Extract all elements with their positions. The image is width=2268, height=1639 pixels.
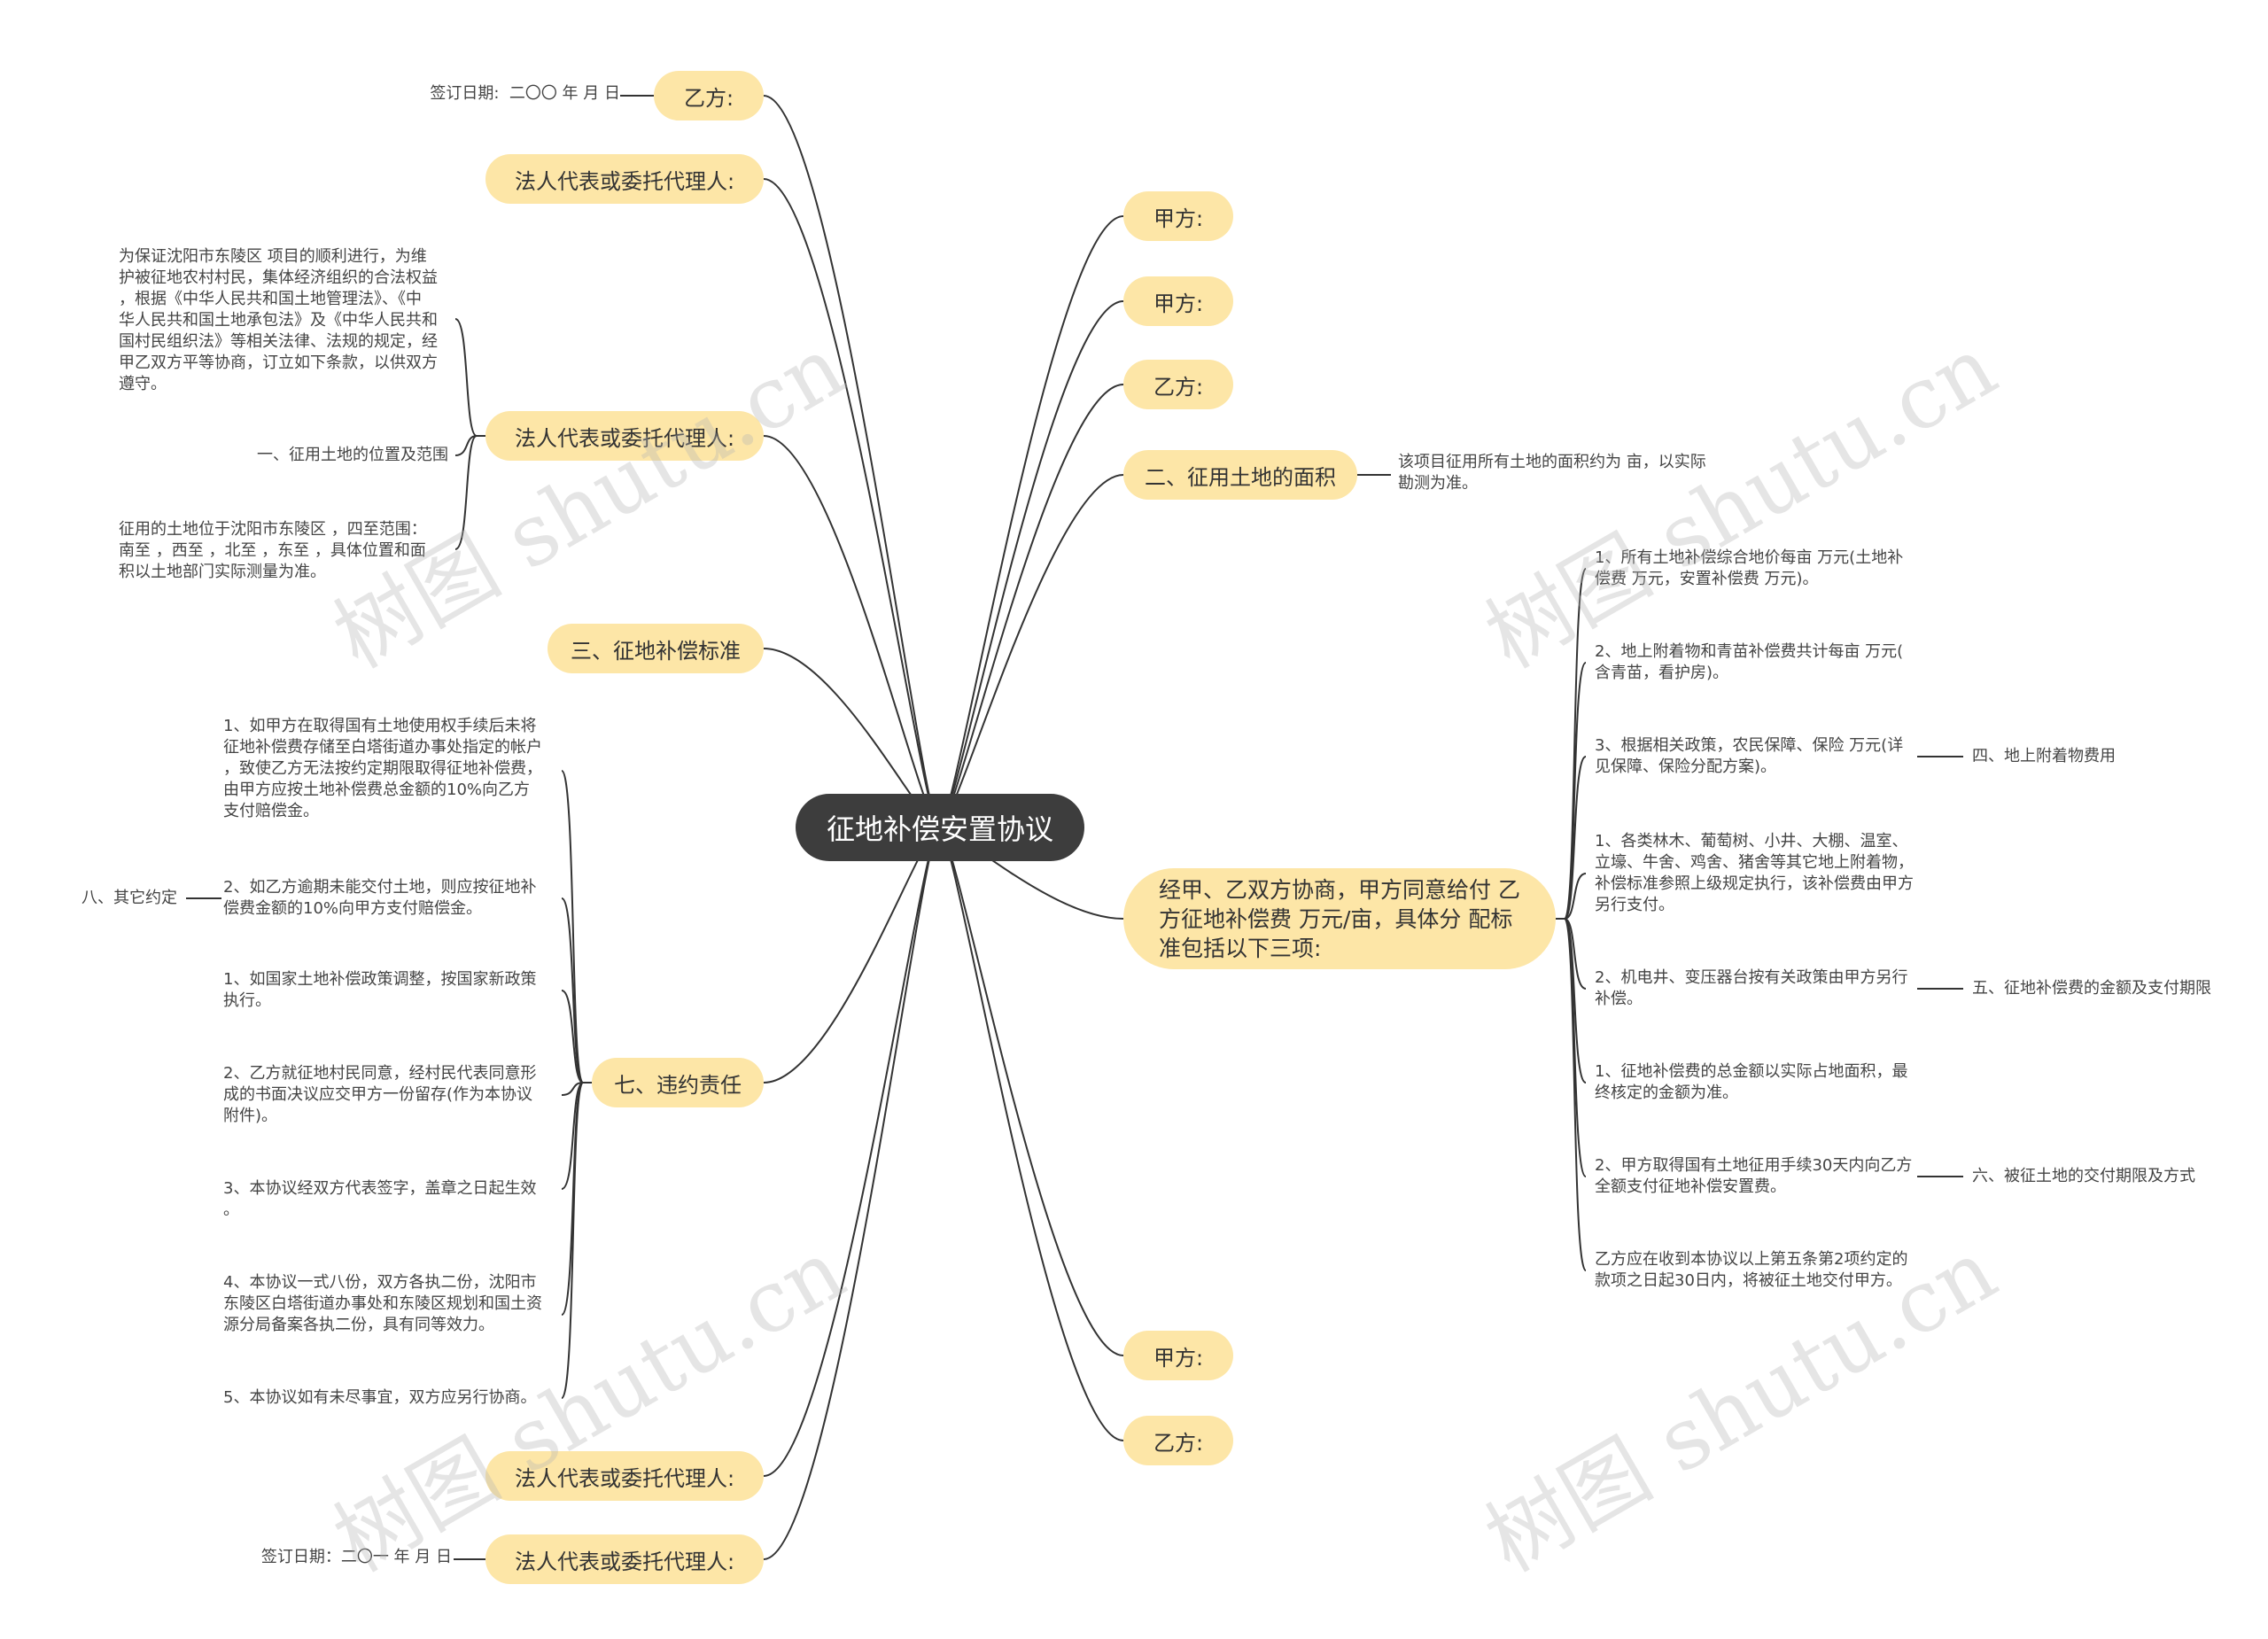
leaf-attach-1: 1、各类林木、葡萄树、小井、大棚、温室、 立壕、牛舍、鸡舍、猪舍等其它地上附着物… bbox=[1595, 832, 1914, 914]
node-sec2[interactable]: 二、征用土地的面积 bbox=[1123, 450, 1357, 500]
bracket-sec7-3 bbox=[561, 1082, 584, 1096]
bracket-agreement-4 bbox=[1564, 918, 1587, 990]
bracket-rep2-1 bbox=[454, 435, 478, 456]
bracket-sec7-0 bbox=[561, 770, 584, 1084]
link-right-6 bbox=[938, 827, 1124, 1441]
leaf-other-3: 3、本协议经双方代表签字，盖章之日起生效 。 bbox=[223, 1179, 537, 1219]
leaf-breach-1: 1、如甲方在取得国有土地使用权手续后未将 征地补偿费存储至白塔街道办事处指定的帐… bbox=[223, 717, 542, 820]
link-left-6 bbox=[763, 827, 940, 1560]
link-left-0 bbox=[763, 95, 940, 828]
bracket-agreement-0 bbox=[1564, 568, 1587, 920]
bracket-agreement-1 bbox=[1564, 662, 1587, 920]
leaf-area: 该项目征用所有土地的面积约为 亩，以实际 勘测为准。 bbox=[1398, 453, 1706, 493]
link-right-2 bbox=[938, 384, 1124, 828]
node-sec7[interactable]: 七、违约责任 bbox=[592, 1058, 764, 1107]
node-rep-2[interactable]: 法人代表或委托代理人: bbox=[485, 411, 764, 461]
node-jiafang-1[interactable]: 甲方: bbox=[1123, 191, 1233, 241]
node-sec3[interactable]: 三、征地补偿标准 bbox=[548, 624, 764, 673]
leaf-other-4: 4、本协议一式八份，双方各执二份，沈阳市 东陵区白塔街道办事处和东陵区规划和国土… bbox=[223, 1273, 542, 1334]
leaf-item-1: 1、所有土地补偿综合地价每亩 万元(土地补 偿费 万元，安置补偿费 万元)。 bbox=[1595, 548, 1904, 588]
bracket-sec7-2 bbox=[561, 990, 584, 1084]
leaf-breach-2: 2、如乙方逾期未能交付土地，则应按征地补 偿费金额的10%向甲方支付赔偿金。 bbox=[223, 878, 537, 918]
link-right-0 bbox=[938, 215, 1124, 828]
bracket-agreement-2 bbox=[1564, 756, 1587, 920]
bracket-agreement-3 bbox=[1564, 873, 1587, 920]
leaf-other-5: 5、本协议如有未尽事宜，双方应另行协商。 bbox=[223, 1388, 537, 1407]
node-jiafang-2[interactable]: 甲方: bbox=[1123, 276, 1233, 326]
bracket-agreement-7 bbox=[1564, 918, 1587, 1271]
node-agreement[interactable]: 经甲、乙双方协商，甲方同意给付 乙方征地补偿费 万元/亩，具体分 配标准包括以下… bbox=[1123, 868, 1556, 969]
node-yifang-top[interactable]: 乙方: bbox=[654, 71, 764, 120]
leaf-sign-date-top: 签订日期: 二〇〇 年 月 日 bbox=[430, 84, 620, 103]
bracket-rep2-0 bbox=[454, 318, 478, 437]
node-rep-4[interactable]: 法人代表或委托代理人: bbox=[485, 1534, 764, 1584]
leaf-other-2: 2、乙方就征地村民同意，经村民代表同意形 成的书面决议应交甲方一份留存(作为本协… bbox=[223, 1064, 537, 1125]
leaf-attach-2: 2、机电井、变压器台按有关政策由甲方另行 补偿。 bbox=[1595, 968, 1908, 1008]
leaf-location: 征用的土地位于沈阳市东陵区 ，四至范围： 南至 ，西至 ，北至 ，东至 ，具体位… bbox=[119, 520, 427, 581]
node-yifang-1[interactable]: 乙方: bbox=[1123, 360, 1233, 409]
leaf-sec8: 八、其它约定 bbox=[82, 889, 177, 907]
leaf-sec5: 五、征地补偿费的金额及支付期限 bbox=[1972, 979, 2211, 998]
link-right-5 bbox=[938, 827, 1124, 1356]
bracket-sec7-6 bbox=[561, 1082, 584, 1399]
link-right-3 bbox=[938, 474, 1124, 828]
link-right-1 bbox=[938, 300, 1124, 828]
leaf-item-2: 2、地上附着物和青苗补偿费共计每亩 万元( 含青苗，看护房)。 bbox=[1595, 642, 1904, 682]
bracket-sec7-4 bbox=[561, 1082, 584, 1190]
center-node[interactable]: 征地补偿安置协议 bbox=[796, 794, 1084, 861]
leaf-item-3: 3、根据相关政策，农民保障、保险 万元(详 见保障、保险分配方案)。 bbox=[1595, 736, 1904, 776]
leaf-sign-date-bottom: 签订日期：二〇一 年 月 日 bbox=[260, 1548, 452, 1566]
link-left-2 bbox=[763, 435, 940, 828]
leaf-sec1: 一、征用土地的位置及范围 bbox=[257, 446, 448, 464]
leaf-pay-2: 2、甲方取得国有土地征用手续30天内向乙方 全额支付征地补偿安置费。 bbox=[1595, 1156, 1913, 1196]
leaf-deliver: 乙方应在收到本协议以上第五条第2项约定的 款项之日起30日内，将被征土地交付甲方… bbox=[1595, 1250, 1908, 1290]
link-left-5 bbox=[763, 827, 940, 1477]
link-left-1 bbox=[763, 178, 940, 828]
bracket-sec7-1 bbox=[561, 897, 584, 1084]
bracket-rep2-2 bbox=[454, 435, 478, 550]
node-rep-3[interactable]: 法人代表或委托代理人: bbox=[485, 1451, 764, 1501]
leaf-intro: 为保证沈阳市东陵区 项目的顺利进行，为维 护被征地农村村民，集体经济组织的合法权… bbox=[119, 247, 438, 393]
leaf-pay-1: 1、征地补偿费的总金额以实际占地面积，最 终核定的金额为准。 bbox=[1595, 1062, 1908, 1102]
node-yifang-2[interactable]: 乙方: bbox=[1123, 1416, 1233, 1465]
leaf-other-1: 1、如国家土地补偿政策调整，按国家新政策 执行。 bbox=[223, 970, 537, 1010]
node-jiafang-3[interactable]: 甲方: bbox=[1123, 1331, 1233, 1380]
node-rep-1[interactable]: 法人代表或委托代理人: bbox=[485, 154, 764, 204]
leaf-sec4: 四、地上附着物费用 bbox=[1972, 747, 2116, 765]
leaf-sec6: 六、被征土地的交付期限及方式 bbox=[1972, 1167, 2195, 1185]
